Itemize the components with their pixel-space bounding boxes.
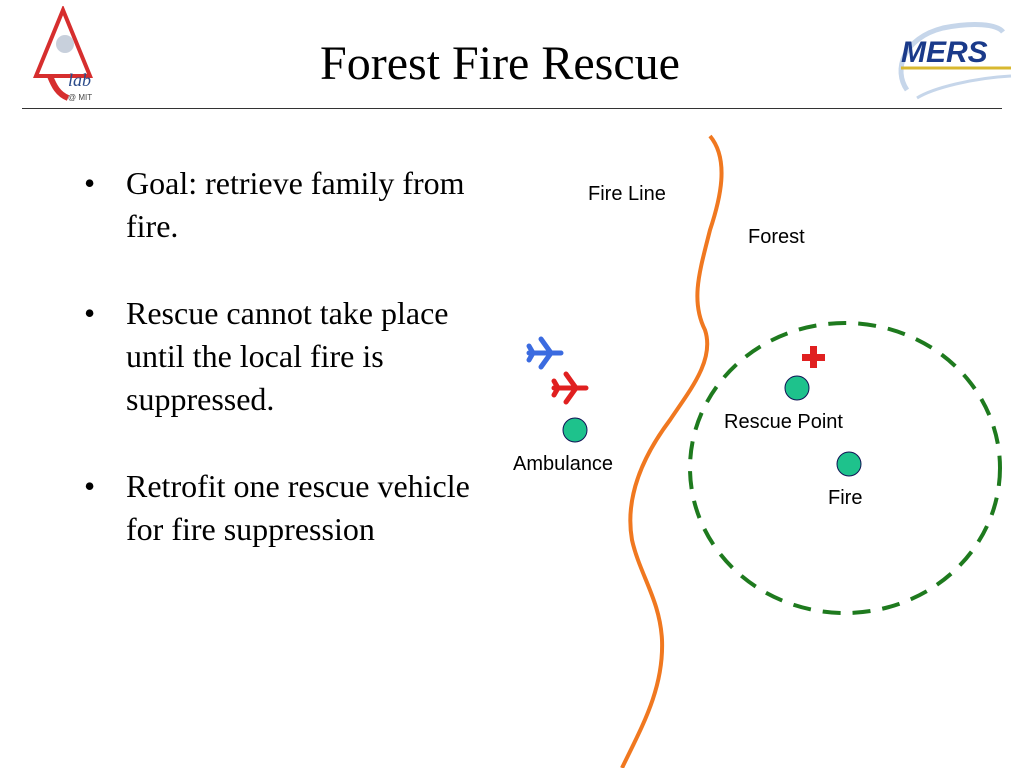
bullet-text: Goal: retrieve family from fire. bbox=[126, 165, 465, 244]
forest-label: Forest bbox=[748, 226, 805, 248]
bullet-item: • Retrofit one rescue vehicle for fire su… bbox=[84, 465, 484, 551]
ilab-logo: lab @ MIT bbox=[33, 6, 93, 102]
fire-label: Fire bbox=[828, 487, 862, 509]
red-cross-icon bbox=[802, 346, 825, 368]
bullet-dot: • bbox=[84, 295, 96, 331]
fire-line-label: Fire Line bbox=[588, 183, 666, 205]
bullet-item: • Goal: retrieve family from fire. bbox=[84, 162, 484, 248]
bullet-dot: • bbox=[84, 165, 96, 201]
bullet-text: Retrofit one rescue vehicle for fire sup… bbox=[126, 468, 470, 547]
ilab-logo-text: lab bbox=[68, 70, 91, 90]
fire-line-curve bbox=[620, 134, 724, 768]
bullet-list: • Goal: retrieve family from fire. • Rescu… bbox=[84, 162, 484, 595]
airplane-red-icon bbox=[551, 371, 589, 405]
bullet-text: Rescue cannot take place until the local… bbox=[126, 295, 449, 417]
bullet-item: • Rescue cannot take place until the loca… bbox=[84, 292, 484, 421]
rescue-point-label: Rescue Point bbox=[724, 411, 843, 433]
fire-zone-circle bbox=[688, 321, 1002, 615]
fire-node bbox=[836, 451, 862, 477]
airplane-blue-icon bbox=[526, 336, 564, 370]
title-divider bbox=[22, 108, 1002, 109]
mers-logo-text: MERS bbox=[901, 36, 988, 69]
bullet-dot: • bbox=[84, 468, 96, 504]
ambulance-node bbox=[562, 417, 588, 443]
rescue-point-node bbox=[784, 375, 810, 401]
mers-logo: MERS bbox=[898, 22, 1012, 100]
ambulance-label: Ambulance bbox=[513, 453, 613, 475]
slide-title: Forest Fire Rescue bbox=[320, 37, 680, 90]
ilab-logo-subtext: @ MIT bbox=[68, 93, 92, 102]
